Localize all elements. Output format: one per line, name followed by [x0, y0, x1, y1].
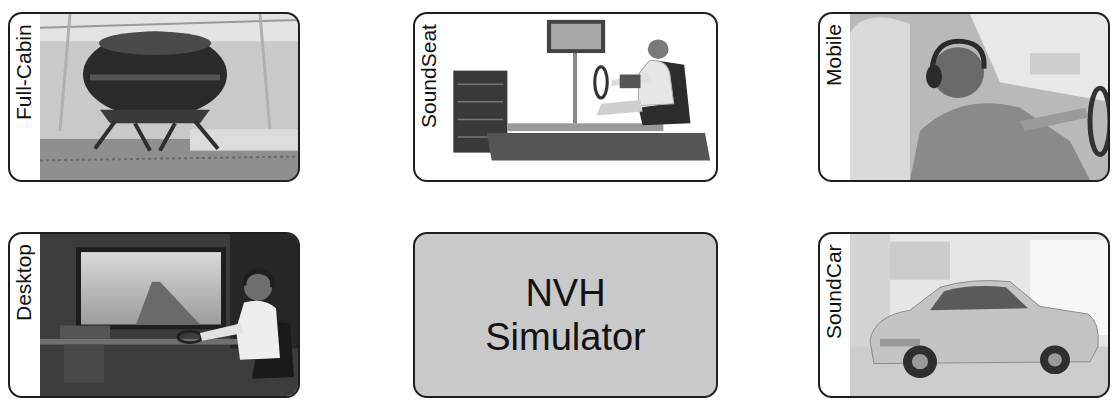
vertical-label: SoundSeat [417, 22, 441, 130]
photo-panel: Mobile [818, 12, 1110, 182]
vertical-label: Full-Cabin [12, 22, 36, 122]
desktop-photo [40, 234, 298, 396]
vertical-label: SoundCar [822, 242, 846, 341]
soundcar-photo [850, 234, 1108, 396]
mobile-photo [850, 14, 1108, 180]
photo-panel: SoundCar [818, 232, 1110, 398]
photo-panel: Desktop [8, 232, 300, 398]
full-cabin-photo [40, 14, 298, 180]
title-text: NVH Simulator [461, 271, 671, 359]
vertical-label: Mobile [822, 22, 846, 88]
photo-panel: Full-Cabin [8, 12, 300, 182]
center-box: NVH Simulator [413, 232, 718, 398]
vertical-label: Desktop [12, 242, 36, 323]
soundseat-photo [445, 14, 715, 180]
photo-panel: SoundSeat [413, 12, 718, 182]
